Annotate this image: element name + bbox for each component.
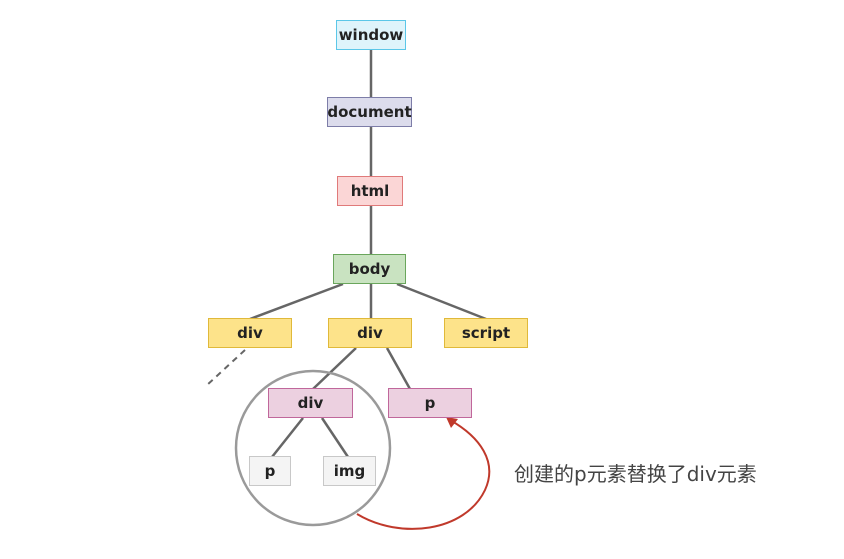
node-div-replaced: div [268,388,353,418]
replaced-subtree-circle [234,369,392,527]
edge-divold-p [271,417,304,458]
node-p-new: p [388,388,472,418]
node-window: window [336,20,406,50]
node-html: html [337,176,403,206]
node-script: script [444,318,528,348]
node-div-center: div [328,318,412,348]
edge-body-div1 [249,282,344,321]
node-p-child: p [249,456,291,486]
replace-arrowhead [446,417,458,428]
dashed-edge [205,349,246,387]
node-div-left: div [208,318,292,348]
replace-arrow [356,419,491,530]
edge-div2-pnew [385,347,412,390]
edge-body-script [396,282,487,321]
edge-div2-divold [312,347,357,390]
node-img: img [323,456,376,486]
edge-divold-img [320,417,350,458]
node-document: document [327,97,412,127]
node-body: body [333,254,406,284]
replacement-caption: 创建的p元素替换了div元素 [514,462,757,486]
